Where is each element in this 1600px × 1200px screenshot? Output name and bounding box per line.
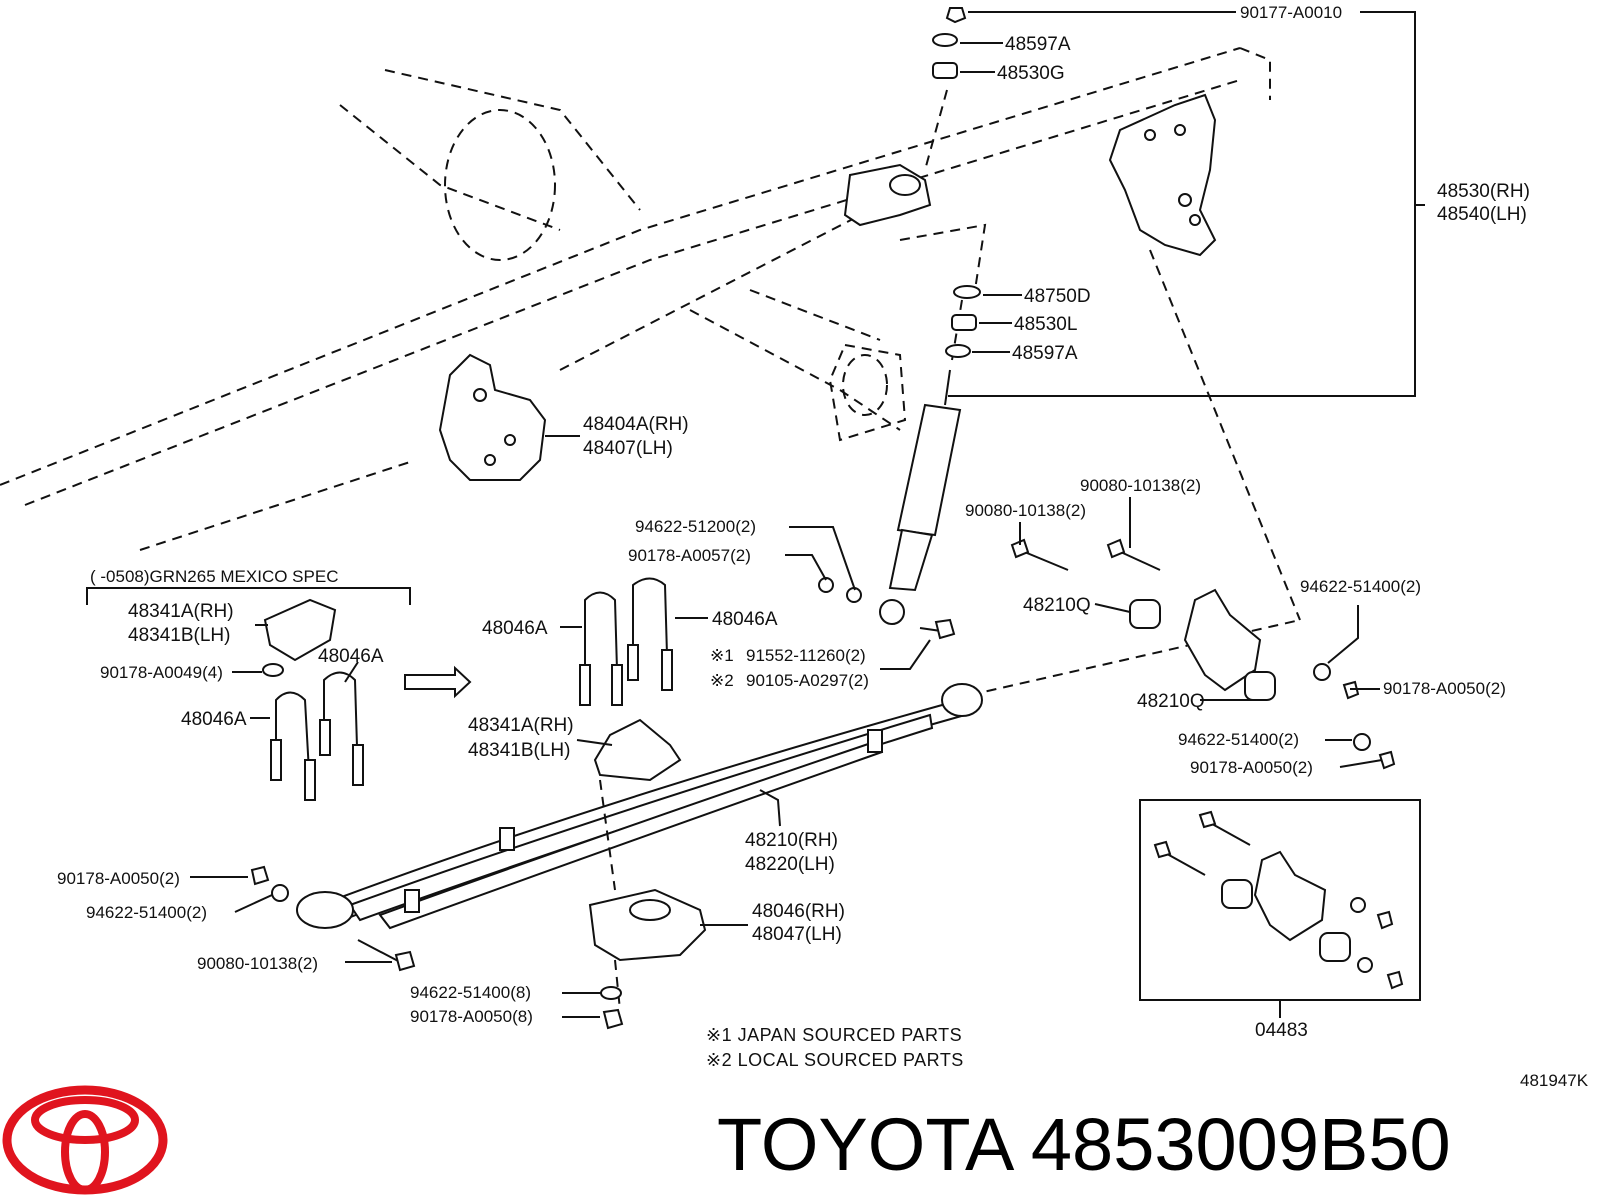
label-91552-11260: 91552-11260(2): [746, 646, 866, 665]
label-90178-a0050-right: 90178-A0050(2): [1383, 679, 1506, 698]
note-local-sourced: ※2 LOCAL SOURCED PARTS: [706, 1050, 964, 1070]
label-90080-10138-b: 90080-10138(2): [965, 501, 1086, 520]
label-48597a-top: 48597A: [1005, 34, 1071, 55]
toyota-logo-icon: [2, 1085, 168, 1195]
label-48046a-center1: 48046A: [482, 618, 548, 639]
u-bolts-center: [579, 577, 673, 706]
label-48046a-center2: 48046A: [712, 609, 778, 630]
label-90178-a0050-right2: 90178-A0050(2): [1190, 758, 1313, 777]
label-mark2: ※2: [710, 671, 734, 690]
label-94622-51400-8: 94622-51400(8): [410, 983, 531, 1002]
label-48530-rh: 48530(RH): [1437, 181, 1530, 202]
label-90178-a0057: 90178-A0057(2): [628, 546, 751, 565]
label-48530g: 48530G: [997, 63, 1065, 84]
label-90080-10138-a: 90080-10138(2): [1080, 476, 1201, 495]
leaf-spring: [296, 683, 983, 930]
label-48404a-rh: 48404A(RH): [583, 414, 689, 435]
label-48530l: 48530L: [1014, 314, 1077, 335]
part-labels: 90177-A0010 48597A 48530G 48530(RH) 4854…: [57, 3, 1589, 1090]
label-mexico-spec: ( -0508)GRN265 MEXICO SPEC: [90, 567, 338, 586]
label-48046a-box1: 48046A: [318, 646, 384, 667]
shock-upper-bracket: [843, 163, 932, 227]
rear-shackle: [919, 538, 1396, 770]
label-48341a-center: 48341A(RH): [468, 715, 574, 736]
label-48341b-box: 48341B(LH): [128, 625, 230, 646]
label-90178-a0049: 90178-A0049(4): [100, 663, 223, 682]
label-48540-lh: 48540(LH): [1437, 204, 1527, 225]
label-48210q-b: 48210Q: [1137, 691, 1205, 712]
label-48047-lh: 48047(LH): [752, 924, 842, 945]
shock-mount-hardware: [932, 7, 981, 358]
label-90178-a0050-8: 90178-A0050(8): [410, 1007, 533, 1026]
rear-hanger-bracket: [1108, 93, 1217, 257]
label-04483: 04483: [1255, 1020, 1308, 1041]
label-90080-10138-left: 90080-10138(2): [197, 954, 318, 973]
spring-pad-center: [593, 718, 682, 782]
label-90178-a0050-left: 90178-A0050(2): [57, 869, 180, 888]
label-94622-51400-left: 94622-51400(2): [86, 903, 207, 922]
label-94622-51200: 94622-51200(2): [635, 517, 756, 536]
label-90177-a0010: 90177-A0010: [1240, 3, 1342, 22]
mexico-spec-group: [86, 587, 472, 801]
label-48597a-low: 48597A: [1012, 343, 1078, 364]
source-notes: ※1 JAPAN SOURCED PARTS ※2 LOCAL SOURCED …: [706, 1025, 964, 1070]
diagram-code: 481947K: [1520, 1071, 1589, 1090]
label-48220-lh: 48220(LH): [745, 854, 835, 875]
spring-plate-lower: [588, 779, 707, 1011]
label-48046-rh: 48046(RH): [752, 901, 845, 922]
leader-lines: [190, 11, 1425, 1018]
label-mark1: ※1: [710, 646, 734, 665]
label-48407-lh: 48407(LH): [583, 438, 673, 459]
front-hanger-bracket: [438, 353, 547, 481]
kit-04483-box: [1139, 799, 1421, 1001]
label-48210q-a: 48210Q: [1023, 595, 1091, 616]
label-90105-a0297: 90105-A0297(2): [746, 671, 869, 690]
label-94622-51400-right2: 94622-51400(2): [1178, 730, 1299, 749]
label-48750d: 48750D: [1024, 286, 1091, 307]
label-48341a-box: 48341A(RH): [128, 601, 234, 622]
label-48210-rh: 48210(RH): [745, 830, 838, 851]
label-48341b-center: 48341B(LH): [468, 740, 570, 761]
brand-part-number: TOYOTA 4853009B50: [717, 1103, 1451, 1186]
note-japan-sourced: ※1 JAPAN SOURCED PARTS: [706, 1025, 962, 1045]
shock-absorber: [879, 89, 963, 625]
label-48046a-box2: 48046A: [181, 709, 247, 730]
frame-rails: [0, 47, 1301, 696]
label-94622-51400-right: 94622-51400(2): [1300, 577, 1421, 596]
